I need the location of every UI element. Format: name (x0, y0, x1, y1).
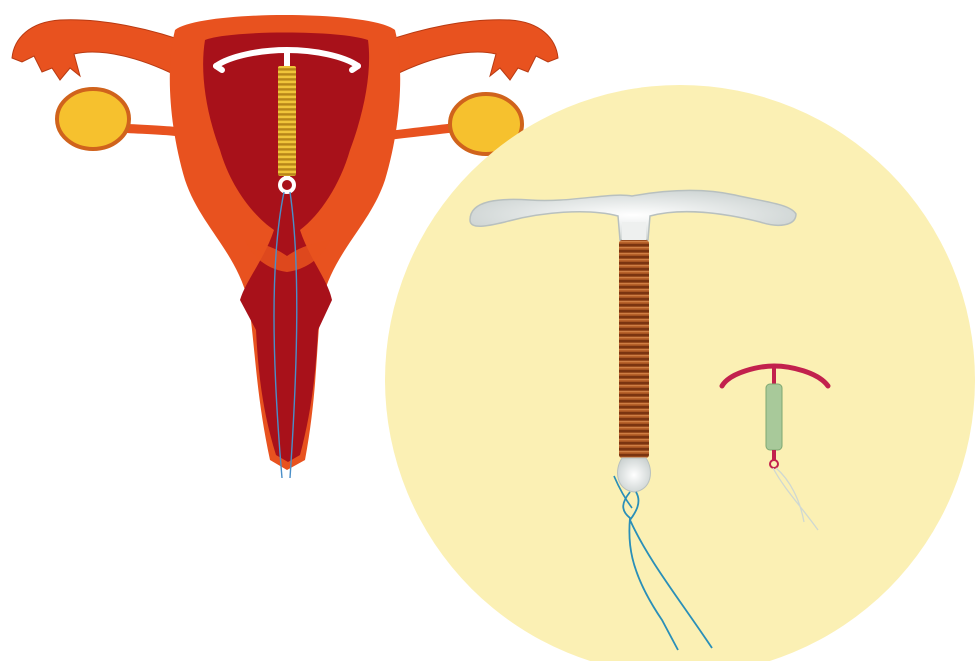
diagram-iud-arm-curl-right (352, 66, 358, 70)
left-fallopian-tube (12, 20, 195, 80)
iud-closeup (385, 85, 975, 661)
closeup-circle (385, 85, 975, 661)
hormonal-iud-reservoir (766, 384, 782, 450)
hormonal-iud-lower-stem (772, 450, 776, 460)
diagram-copper-coil (278, 66, 296, 176)
right-fallopian-tube (375, 20, 558, 80)
diagram-iud-arm-curl-left (216, 66, 222, 70)
left-ovary (57, 89, 129, 149)
copper-coil (619, 240, 649, 458)
copper-iud-bulb (618, 458, 651, 492)
